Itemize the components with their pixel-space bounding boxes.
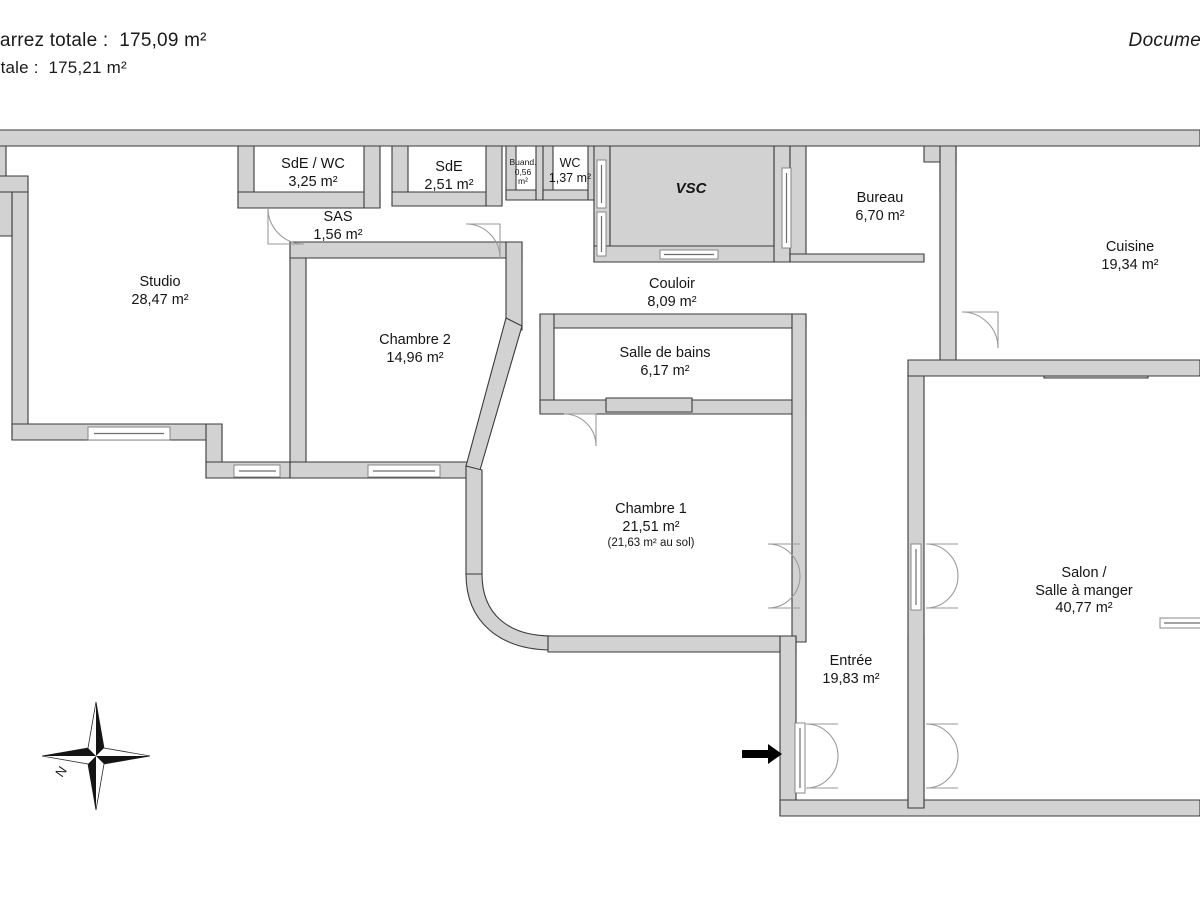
document-label: Document n xyxy=(1128,30,1200,51)
compass-north-label: N xyxy=(52,763,70,779)
compass-rose-icon: N xyxy=(41,701,151,811)
exterior-walls xyxy=(0,129,1200,479)
interior-wall-network xyxy=(237,145,1200,817)
door-swings xyxy=(267,207,999,789)
entry-arrow-icon xyxy=(742,744,782,764)
windows xyxy=(87,159,1200,794)
surface-total-label: totale : 175,21 m² xyxy=(0,58,127,77)
carrez-total-label: Carrez totale : 175,09 m² xyxy=(0,30,207,51)
